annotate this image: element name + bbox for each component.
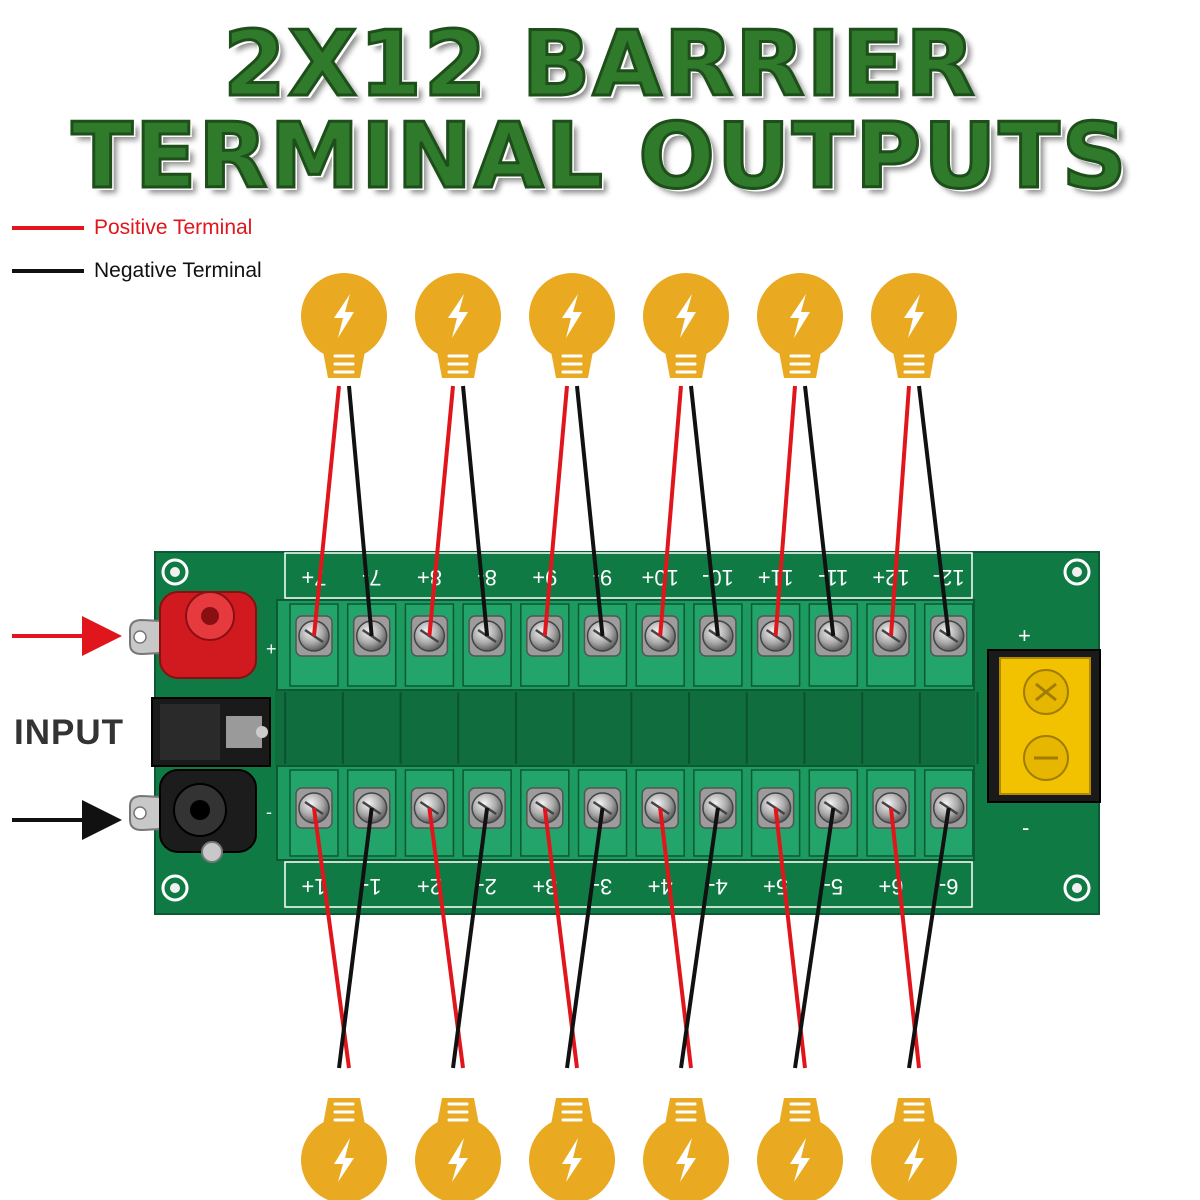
top-terminal-label: 11- bbox=[818, 565, 848, 590]
title-line-2: TERMINAL OUTPUTS bbox=[70, 103, 1129, 211]
dc-jack[interactable] bbox=[151, 697, 271, 767]
legend-negative-label: Negative Terminal bbox=[94, 259, 262, 282]
lightning-bolt-icon bbox=[790, 1138, 810, 1182]
wire-negative bbox=[803, 385, 836, 637]
wire-negative bbox=[679, 807, 720, 1069]
bus-dividers bbox=[284, 692, 979, 764]
light-bulb-icon bbox=[871, 273, 957, 378]
wire-negative bbox=[575, 385, 605, 637]
mounting-hole bbox=[1063, 558, 1091, 586]
wire-negative bbox=[451, 807, 490, 1069]
lightning-bolt-icon bbox=[904, 294, 924, 338]
lightning-bolt-icon bbox=[562, 1138, 582, 1182]
legend-positive-label: Positive Terminal bbox=[94, 216, 253, 239]
light-bulb-icon bbox=[529, 1098, 615, 1200]
light-bulb-icon bbox=[415, 273, 501, 378]
light-bulb-icon bbox=[757, 1098, 843, 1200]
legend-negative: Negative Terminal bbox=[12, 259, 262, 283]
wire-positive bbox=[542, 385, 569, 637]
lightning-bolt-icon bbox=[334, 294, 354, 338]
fuse-plus-symbol: + bbox=[1018, 623, 1031, 648]
title-line-1: 2X12 BARRIER bbox=[222, 11, 977, 119]
fuse-holder[interactable] bbox=[987, 649, 1101, 803]
mounting-hole-center bbox=[170, 567, 180, 577]
legend-positive: Positive Terminal bbox=[12, 216, 252, 240]
top-terminal-label: 10- bbox=[702, 565, 734, 590]
bottom-terminal-label: 5- bbox=[824, 874, 844, 899]
top-terminal-label: 7+ bbox=[301, 565, 326, 590]
light-bulb-icon bbox=[529, 273, 615, 378]
lightning-bolt-icon bbox=[562, 294, 582, 338]
legend-positive-swatch bbox=[12, 226, 84, 230]
fuse-minus-symbol: - bbox=[1022, 815, 1029, 840]
light-bulb-icon bbox=[643, 1098, 729, 1200]
positive-input-post[interactable] bbox=[129, 591, 257, 679]
wire-positive bbox=[658, 385, 683, 637]
lightning-bolt-icon bbox=[448, 294, 468, 338]
negative-input-symbol: - bbox=[266, 802, 272, 822]
top-terminal-label: 9+ bbox=[532, 565, 557, 590]
mounting-hole bbox=[161, 874, 189, 902]
top-bulbs bbox=[301, 273, 957, 378]
light-bulb-icon bbox=[301, 273, 387, 378]
wire-negative bbox=[689, 385, 720, 637]
wire-negative bbox=[907, 807, 951, 1069]
top-label-strip bbox=[284, 552, 973, 599]
wire-positive bbox=[312, 385, 341, 637]
lightning-bolt-icon bbox=[334, 1138, 354, 1182]
light-bulb-icon bbox=[757, 273, 843, 378]
lightning-bolt-icon bbox=[676, 294, 696, 338]
positive-input-symbol: + bbox=[266, 639, 277, 659]
wire-positive bbox=[773, 385, 797, 637]
light-bulb-icon bbox=[643, 273, 729, 378]
negative-input-post[interactable] bbox=[129, 769, 257, 863]
wire-negative bbox=[461, 385, 490, 637]
light-bulb-icon bbox=[871, 1098, 957, 1200]
bottom-label-strip bbox=[284, 861, 973, 908]
mounting-hole-center bbox=[1072, 883, 1082, 893]
mounting-hole-center bbox=[170, 883, 180, 893]
top-terminal-label: 8+ bbox=[417, 565, 442, 590]
light-bulb-icon bbox=[415, 1098, 501, 1200]
lightning-bolt-icon bbox=[448, 1138, 468, 1182]
bottom-terminal-label: 6- bbox=[939, 874, 959, 899]
top-terminal-label: 10+ bbox=[642, 565, 679, 590]
top-terminal-label: 11+ bbox=[758, 565, 794, 590]
bottom-terminal-label: 2- bbox=[477, 874, 497, 899]
bottom-terminal-label: 1- bbox=[362, 874, 382, 899]
wires bbox=[312, 385, 951, 1069]
legend-negative-swatch bbox=[12, 269, 84, 273]
bottom-bulbs bbox=[301, 1098, 957, 1200]
input-label: INPUT bbox=[14, 713, 124, 752]
light-bulb-icon bbox=[301, 1098, 387, 1200]
mounting-holes bbox=[161, 558, 1091, 902]
mounting-hole bbox=[161, 558, 189, 586]
wire-negative bbox=[347, 385, 374, 637]
wire-negative bbox=[793, 807, 836, 1069]
wire-positive bbox=[427, 385, 455, 637]
mounting-hole bbox=[1063, 874, 1091, 902]
bottom-terminal-labels: 1+1-2+2-3+3-4+4-5+5-6+6- bbox=[301, 874, 958, 899]
top-terminal-label: 12- bbox=[933, 565, 965, 590]
bus-area bbox=[275, 690, 975, 766]
wire-negative bbox=[917, 385, 951, 637]
bottom-terminal-label: 4- bbox=[708, 874, 728, 899]
bottom-terminal-label: 3- bbox=[593, 874, 613, 899]
lightning-bolt-icon bbox=[676, 1138, 696, 1182]
lightning-bolt-icon bbox=[790, 294, 810, 338]
wire-negative bbox=[565, 807, 605, 1069]
lightning-bolt-icon bbox=[904, 1138, 924, 1182]
mounting-hole-center bbox=[1072, 567, 1082, 577]
wire-negative bbox=[337, 807, 374, 1069]
wire-positive bbox=[889, 385, 911, 637]
top-terminal-label: 12+ bbox=[872, 565, 909, 590]
